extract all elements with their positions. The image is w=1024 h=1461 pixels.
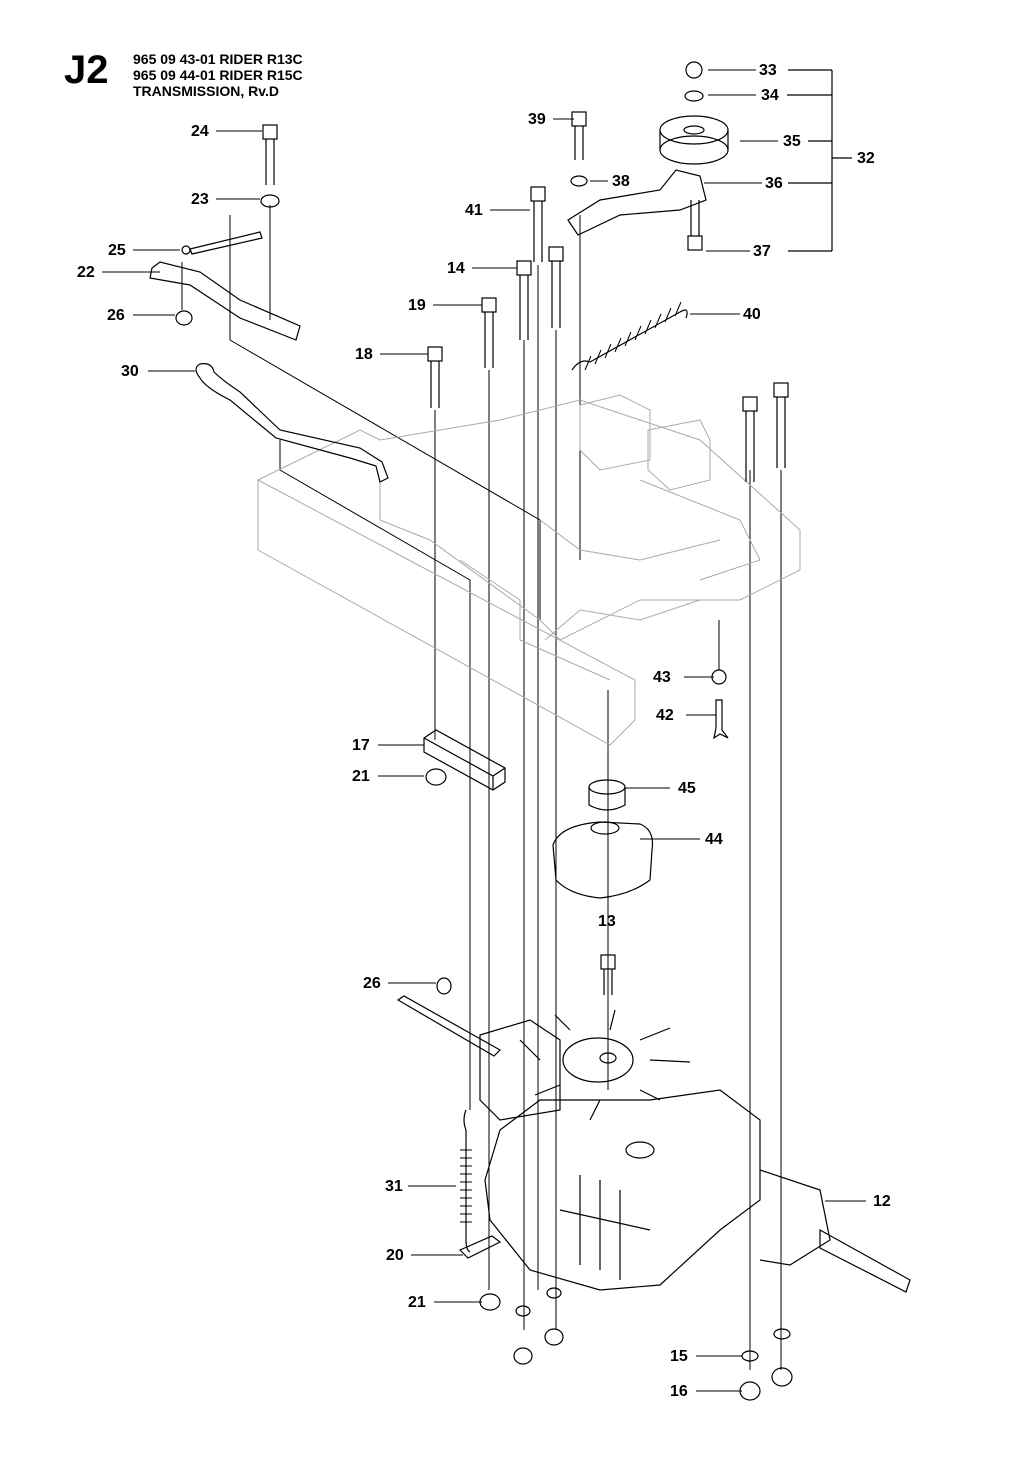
fill-cap-45 bbox=[588, 779, 626, 811]
spring-40-coils bbox=[584, 301, 682, 371]
rod-30 bbox=[195, 363, 389, 483]
callout-42: 42 bbox=[656, 707, 674, 724]
callout-20: 20 bbox=[386, 1247, 404, 1264]
axle-left bbox=[396, 995, 501, 1057]
washer-15 bbox=[741, 1350, 759, 1362]
washer-bottom-b bbox=[546, 1287, 562, 1299]
callout-26-lower: 26 bbox=[363, 975, 381, 992]
washer-23 bbox=[260, 194, 280, 208]
nut-43 bbox=[711, 669, 727, 685]
bolt-41 bbox=[530, 186, 546, 262]
callout-39: 39 bbox=[528, 111, 546, 128]
nut-21-bottom bbox=[479, 1293, 501, 1311]
callout-33: 33 bbox=[759, 62, 777, 79]
transaxle-12 bbox=[479, 1009, 911, 1293]
bolt-24 bbox=[262, 124, 278, 185]
nut-21-top bbox=[425, 768, 447, 786]
callout-19: 19 bbox=[408, 297, 426, 314]
lever-22 bbox=[149, 261, 301, 341]
nut-bottom-a bbox=[513, 1347, 533, 1365]
callout-21-top: 21 bbox=[352, 768, 370, 785]
callout-34: 34 bbox=[761, 87, 779, 104]
callout-17: 17 bbox=[352, 737, 370, 754]
callout-30: 30 bbox=[121, 363, 139, 380]
spring-31 bbox=[463, 1109, 471, 1253]
callout-37: 37 bbox=[753, 243, 771, 260]
bolt-long-b bbox=[773, 382, 789, 468]
bolt-13 bbox=[600, 954, 616, 995]
chassis-frame bbox=[257, 394, 801, 746]
expansion-tank-44 bbox=[552, 821, 654, 899]
callout-31: 31 bbox=[385, 1178, 403, 1195]
callout-13: 13 bbox=[598, 913, 616, 930]
idler-arm-36 bbox=[567, 169, 707, 236]
callout-36: 36 bbox=[765, 175, 783, 192]
rod-end-25 bbox=[181, 231, 263, 255]
callout-41: 41 bbox=[465, 202, 483, 219]
callout-21-bottom: 21 bbox=[408, 1294, 426, 1311]
pin-42 bbox=[713, 699, 729, 740]
bolt-39 bbox=[571, 111, 587, 160]
diagram-title: TRANSMISSION, Rv.D bbox=[133, 83, 279, 99]
nut-26-top bbox=[175, 310, 193, 326]
leader-lines bbox=[102, 69, 866, 1392]
washer-bottom-a bbox=[515, 1305, 531, 1317]
callout-14: 14 bbox=[447, 260, 465, 277]
callout-40: 40 bbox=[743, 306, 761, 323]
washer-38 bbox=[570, 175, 588, 187]
callout-32: 32 bbox=[857, 150, 875, 167]
callout-18: 18 bbox=[355, 346, 373, 363]
callout-26-top: 26 bbox=[107, 307, 125, 324]
model-line-1: 965 09 43-01 RIDER R13C bbox=[133, 51, 303, 67]
spring-31-coils bbox=[460, 1149, 472, 1223]
pulley-35 bbox=[659, 115, 729, 165]
callout-16: 16 bbox=[670, 1383, 688, 1400]
nut-33 bbox=[685, 61, 703, 79]
assembly-axis-lines bbox=[181, 205, 782, 1370]
bolt-18 bbox=[427, 346, 443, 408]
callout-22: 22 bbox=[77, 264, 95, 281]
bolt-37 bbox=[687, 200, 703, 251]
plate-20 bbox=[458, 1235, 502, 1259]
nut-26-lower bbox=[436, 977, 452, 995]
spring-40 bbox=[571, 309, 688, 371]
bolt-19 bbox=[481, 297, 497, 368]
callout-35: 35 bbox=[783, 133, 801, 150]
callout-45: 45 bbox=[678, 780, 696, 797]
callout-12: 12 bbox=[873, 1193, 891, 1210]
diagram-code: J2 bbox=[64, 48, 109, 92]
callout-23: 23 bbox=[191, 191, 209, 208]
group-bracket-32 bbox=[787, 69, 852, 252]
callout-43: 43 bbox=[653, 669, 671, 686]
bolt-long-a bbox=[742, 396, 758, 482]
nut-16 bbox=[739, 1381, 761, 1401]
nut-bottom-b bbox=[544, 1328, 564, 1346]
bolt-14b bbox=[548, 246, 564, 328]
callout-15: 15 bbox=[670, 1348, 688, 1365]
washer-right bbox=[773, 1328, 791, 1340]
washer-34 bbox=[684, 90, 704, 102]
model-line-2: 965 09 44-01 RIDER R15C bbox=[133, 67, 303, 83]
nut-right bbox=[771, 1367, 793, 1387]
callout-38: 38 bbox=[612, 173, 630, 190]
spacer-block-17 bbox=[423, 729, 506, 791]
callout-44: 44 bbox=[705, 831, 723, 848]
callout-24: 24 bbox=[191, 123, 209, 140]
callout-25: 25 bbox=[108, 242, 126, 259]
bolt-14a bbox=[516, 260, 532, 340]
